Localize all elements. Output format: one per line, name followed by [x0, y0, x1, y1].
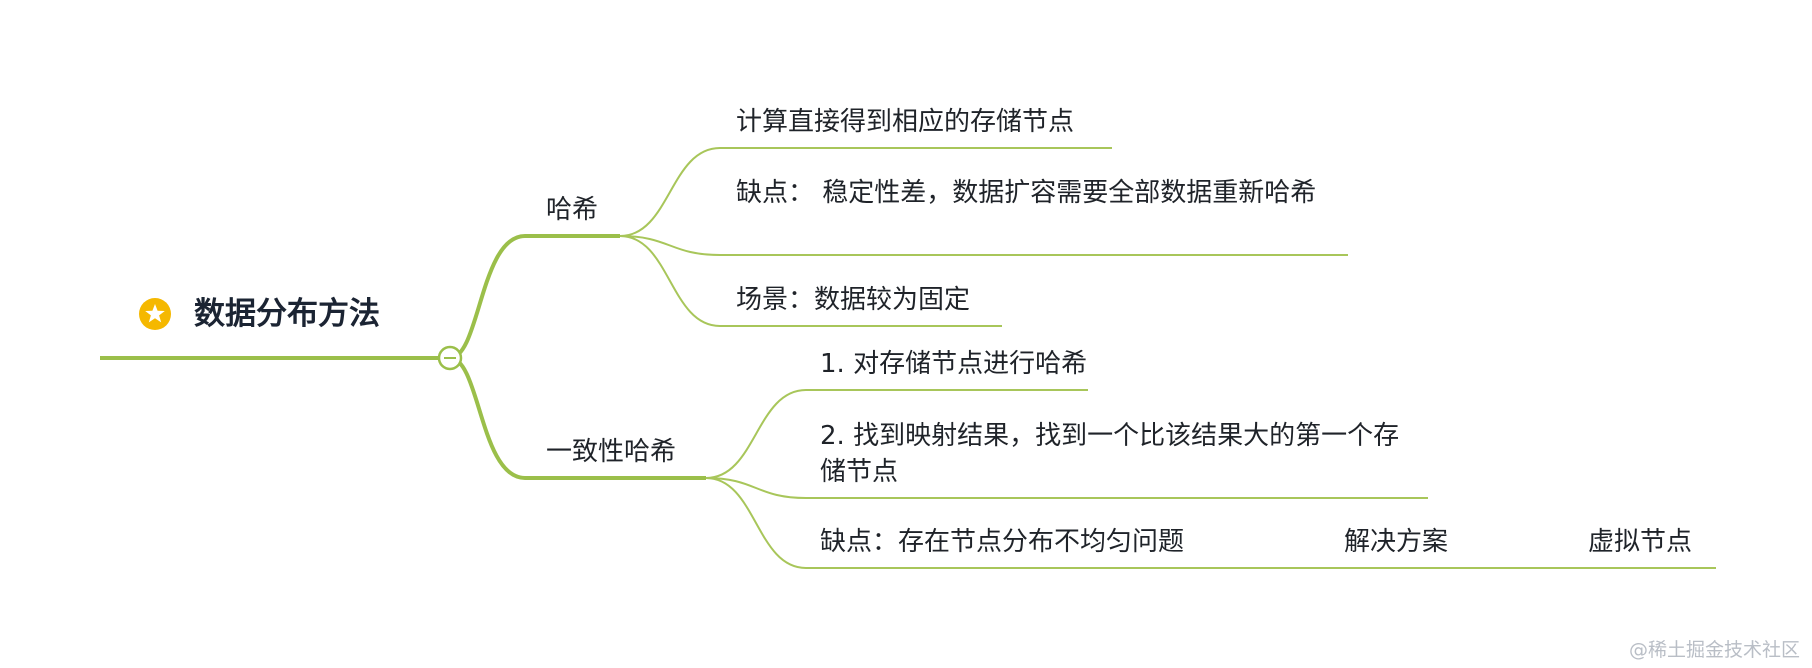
hash-child-scenario[interactable]: 场景：数据较为固定	[736, 285, 971, 315]
branch-hash[interactable]: 哈希	[546, 195, 599, 225]
link-ch-child-1	[705, 389, 1088, 479]
link-ch-child-3	[705, 477, 1716, 569]
ch-child-drawback[interactable]: 缺点：存在节点分布不均匀问题	[820, 527, 1185, 557]
link-hash-child-1	[619, 147, 1112, 237]
ch-virtual-node[interactable]: 虚拟节点	[1588, 527, 1693, 557]
watermark: @稀土掘金技术社区	[1628, 639, 1800, 661]
hash-child-direct-compute[interactable]: 计算直接得到相应的存储节点	[736, 107, 1075, 137]
link-hash-child-3	[619, 235, 1002, 327]
root-node[interactable]: 数据分布方法	[138, 294, 380, 334]
ch-child-step-2[interactable]: 2. 找到映射结果，找到一个比该结果大的第一个存储节点	[820, 421, 1400, 487]
star-icon	[139, 298, 171, 330]
link-hash-child-2	[619, 235, 1348, 256]
ch-child-step-1[interactable]: 1. 对存储节点进行哈希	[820, 349, 1088, 379]
collapse-toggle-icon[interactable]	[437, 345, 463, 371]
ch-solution[interactable]: 解决方案	[1344, 527, 1449, 557]
root-title: 数据分布方法	[194, 296, 380, 332]
branch-line-hash	[449, 234, 620, 360]
hash-child-drawback[interactable]: 缺点： 稳定性差，数据扩容需要全部数据重新哈希	[736, 178, 1317, 208]
link-ch-child-2	[705, 477, 1428, 499]
branch-consistent-hash[interactable]: 一致性哈希	[546, 437, 677, 467]
